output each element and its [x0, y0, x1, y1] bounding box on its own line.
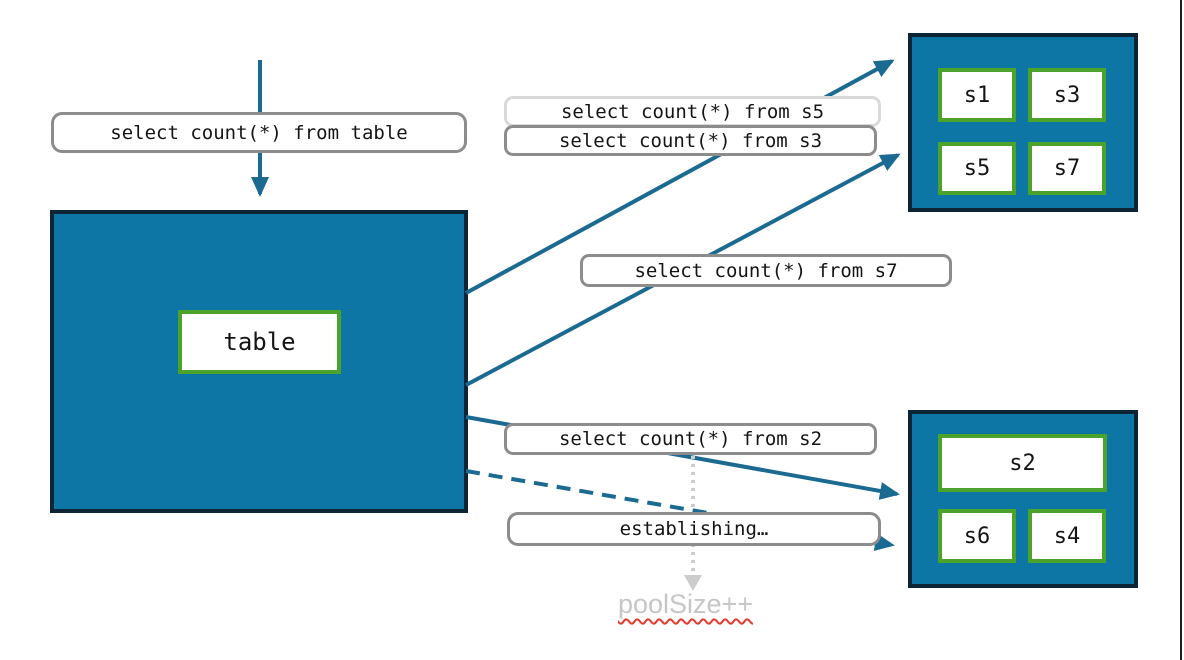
shard-s4-label: s4	[1053, 523, 1081, 549]
shard-s5: s5	[938, 142, 1016, 195]
shard-s7: s7	[1028, 142, 1106, 195]
shard-s4: s4	[1028, 509, 1106, 563]
query-label-s5: select count(*) from s5	[504, 96, 881, 127]
arrow-establishing-dashed	[465, 469, 895, 551]
table-node: table	[50, 210, 468, 513]
shard-s6-label: s6	[963, 523, 991, 549]
shard-s7-label: s7	[1053, 156, 1081, 181]
poolsize-dotted-arrowhead	[684, 575, 702, 591]
establishing-label: establishing…	[507, 512, 881, 546]
slide-right-border	[1180, 0, 1182, 660]
shard-s2: s2	[938, 434, 1107, 492]
shard-s1-label: s1	[963, 82, 991, 108]
shard-s5-label: s5	[963, 156, 991, 181]
query-label-s7: select count(*) from s7	[580, 254, 952, 287]
shard-pool-top: s1 s3 s5 s7	[908, 33, 1138, 212]
query-label-table: select count(*) from table	[51, 112, 467, 153]
poolsize-annotation: poolSize++	[617, 589, 754, 619]
query-label-s2: select count(*) from s2	[504, 423, 877, 455]
shard-s3: s3	[1028, 68, 1106, 122]
shard-pool-bottom: s2 s6 s4	[908, 410, 1138, 588]
shard-s1: s1	[938, 68, 1016, 122]
table-node-label: table	[223, 328, 296, 356]
shard-s3-label: s3	[1053, 82, 1081, 108]
shard-s6: s6	[938, 509, 1016, 563]
table-node-label-box: table	[178, 310, 341, 374]
shard-s2-label: s2	[1009, 450, 1036, 476]
query-label-s3: select count(*) from s3	[504, 125, 877, 156]
